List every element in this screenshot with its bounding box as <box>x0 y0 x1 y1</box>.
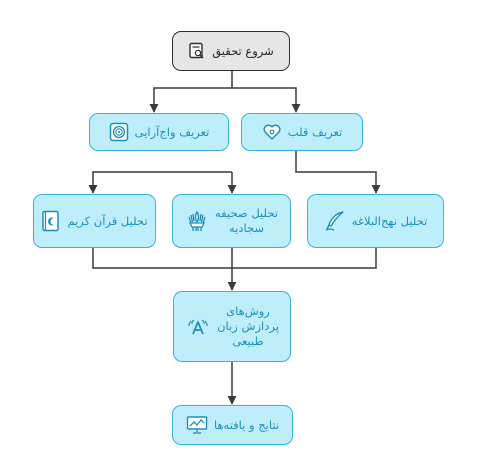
phoneme-definition-label: تعریف واج‌آرایی <box>134 124 210 139</box>
results-node[interactable]: نتایج و یافته‌ها <box>172 405 293 445</box>
speech-a-icon <box>188 318 208 334</box>
edge-start-heart <box>231 70 301 113</box>
heart-definition-node[interactable]: تعریف قلب <box>241 113 363 151</box>
sound-disc-icon <box>109 122 128 142</box>
praying-hands-icon <box>188 210 206 231</box>
nahj-analysis-label: تحلیل نهج‌البلاغه <box>351 213 428 228</box>
nlp-methods-label: روش‌های پردازش زبان طبیعی <box>217 304 279 348</box>
edge-nahj-nlp <box>232 248 377 269</box>
sahifa-analysis-label: تحلیل صحیفه سجادیه <box>215 206 278 235</box>
edge-start-lexeme <box>149 87 232 113</box>
heart-definition-label: تعریف قلب <box>287 124 343 139</box>
nlp-methods-node[interactable]: روش‌های پردازش زبان طبیعی <box>173 291 291 362</box>
edge-heart-quran <box>88 171 232 194</box>
edge-heart-nahj <box>295 151 381 194</box>
search-document-icon <box>189 42 204 59</box>
quran-analysis-node[interactable]: تحلیل قرآن کریم <box>33 194 156 248</box>
quill-pen-icon <box>325 211 344 231</box>
quran-book-icon <box>42 210 60 232</box>
start-label: شروع تحقیق <box>212 43 274 58</box>
heart-icon <box>263 124 281 140</box>
start-node[interactable]: شروع تحقیق <box>172 31 290 71</box>
quran-analysis-label: تحلیل قرآن کریم <box>67 213 148 228</box>
presentation-chart-icon <box>186 416 208 434</box>
phoneme-definition-node[interactable]: تعریف واج‌آرایی <box>89 113 229 151</box>
results-label: نتایج و یافته‌ها <box>213 417 280 432</box>
sahifa-analysis-node[interactable]: تحلیل صحیفه سجادیه <box>172 194 291 248</box>
nahj-analysis-node[interactable]: تحلیل نهج‌البلاغه <box>307 194 444 248</box>
edge-quran-nlp <box>92 248 232 269</box>
